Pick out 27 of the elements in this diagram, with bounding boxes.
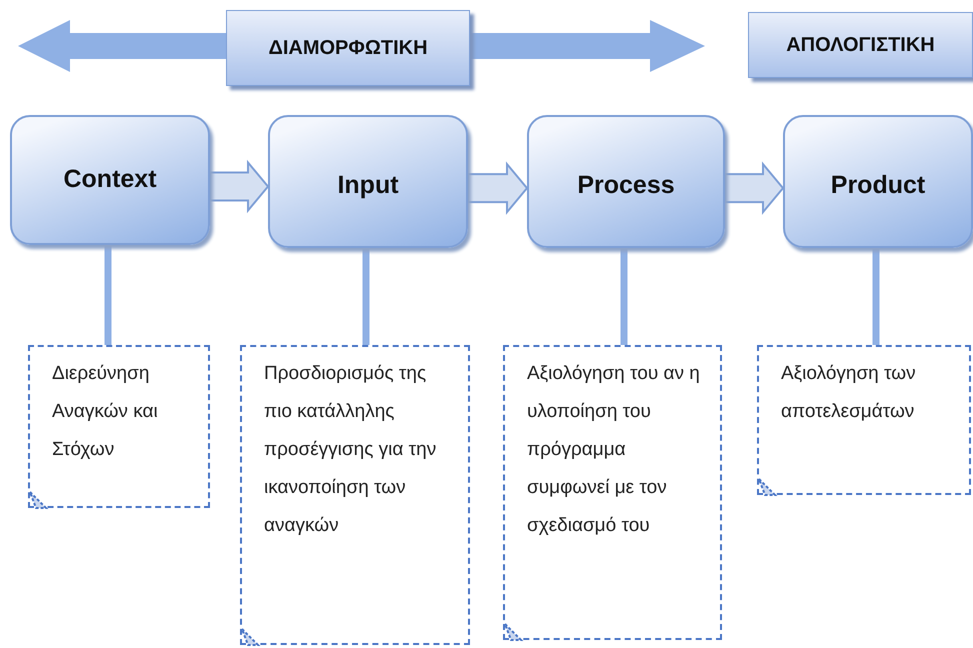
connector-line [872, 248, 880, 345]
note-box [28, 345, 210, 508]
stage-title: Product [830, 171, 926, 200]
connector-line [620, 248, 628, 345]
label-text: ΑΠΟΛΟΓΙΣΤΙΚΗ [786, 34, 935, 56]
stage-box [268, 115, 468, 248]
stage-box [783, 115, 973, 248]
note-box [757, 345, 971, 495]
block-arrow [724, 161, 784, 215]
note-text: Αξιολόγηση των αποτελεσμάτων [781, 362, 917, 424]
label-text: ΔΙΑΜΟΡΦΩΤΙΚΗ [268, 36, 428, 60]
stage-title: Input [337, 171, 399, 200]
stage-title: Process [577, 171, 675, 200]
connector-line [362, 248, 370, 345]
note-text: Αξιολόγηση του αν η υλοποίηση του πρόγραμμα συμφωνεί με τον σχεδιασμό του [527, 362, 701, 538]
stage-box [527, 115, 725, 248]
label-box [226, 10, 470, 86]
block-arrow [209, 160, 270, 214]
note-box [503, 345, 722, 640]
connector-line [104, 245, 112, 345]
note-text: Διερεύνηση Αναγκών και Στόχων [52, 362, 159, 462]
stage-title: Context [63, 165, 157, 194]
stage-box [10, 115, 210, 245]
label-box [748, 12, 973, 78]
block-arrow [467, 161, 528, 215]
note-text: Προσδιορισμός της πιο κατάλληλης προσέγγισης για την ικανοποίηση των αναγκών [264, 362, 438, 538]
note-box [240, 345, 470, 645]
